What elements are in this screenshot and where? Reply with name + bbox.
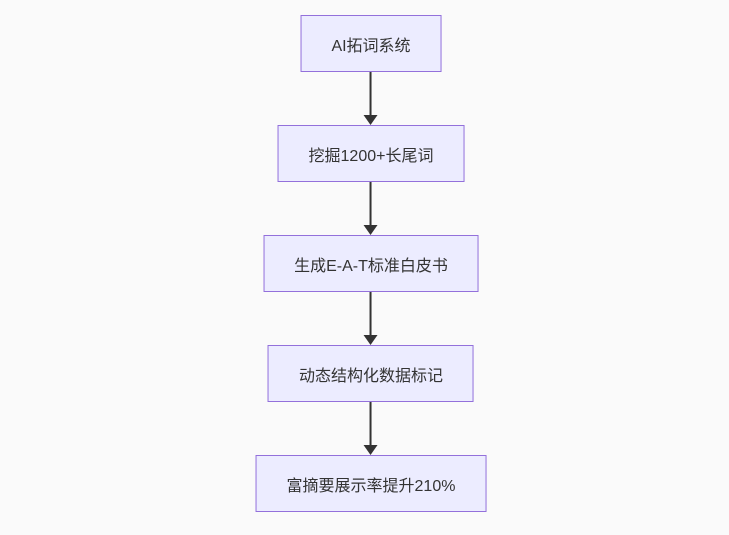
flow-node-1: AI拓词系统 (300, 15, 442, 72)
flow-arrow-1 (364, 72, 378, 125)
arrow-line (370, 72, 372, 117)
flow-node-3: 生成E-A-T标准白皮书 (263, 235, 479, 292)
flow-node-5: 富摘要展示率提升210% (255, 455, 487, 512)
flow-node-3-label: 生成E-A-T标准白皮书 (294, 257, 448, 275)
flow-node-1-label: AI拓词系统 (331, 37, 411, 55)
arrow-line (370, 292, 372, 337)
arrowhead-down-icon (364, 115, 378, 125)
flow-node-4: 动态结构化数据标记 (267, 345, 474, 402)
arrow-line (370, 402, 372, 447)
flow-node-4-label: 动态结构化数据标记 (298, 367, 443, 385)
flow-node-5-label: 富摘要展示率提升210% (286, 477, 456, 495)
flow-arrow-4 (364, 402, 378, 455)
flow-node-2: 挖掘1200+长尾词 (277, 125, 465, 182)
arrowhead-down-icon (364, 445, 378, 455)
flowchart: AI拓词系统 挖掘1200+长尾词 生成E-A-T标准白皮书 动态结构化数据标记 (255, 15, 487, 512)
arrowhead-down-icon (364, 225, 378, 235)
arrowhead-down-icon (364, 335, 378, 345)
flow-node-2-label: 挖掘1200+长尾词 (308, 147, 434, 165)
arrow-line (370, 182, 372, 227)
flow-arrow-3 (364, 292, 378, 345)
flow-arrow-2 (364, 182, 378, 235)
